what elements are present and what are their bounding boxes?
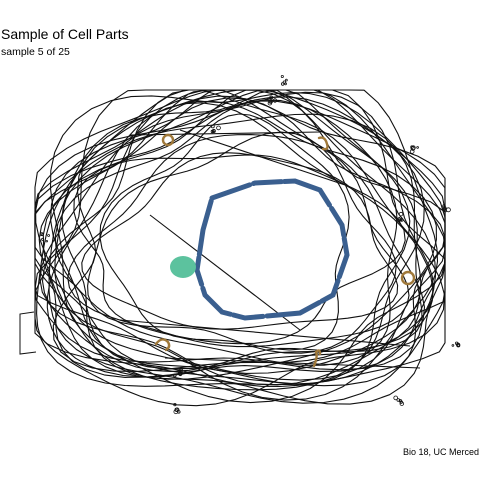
membrane-loop [61, 100, 437, 380]
speck [451, 344, 455, 347]
nucleolus [170, 256, 196, 278]
speck [399, 401, 404, 406]
membrane-loop [38, 97, 446, 378]
nuclear-envelope [194, 178, 350, 321]
figure-title: Sample of Cell Parts [1, 26, 129, 42]
hook-organelle [312, 349, 322, 368]
membrane-loop [39, 91, 435, 386]
figure-subtitle: sample 5 of 25 [1, 46, 70, 58]
speck [39, 232, 44, 237]
membrane-chord [119, 319, 411, 347]
membrane-loop [54, 89, 439, 401]
speck [398, 398, 402, 403]
credit-caption: Bio 18, UC Merced [402, 447, 479, 457]
membrane-chord [164, 357, 421, 369]
membrane-loop [52, 89, 446, 372]
edge-fragment [19, 311, 37, 355]
membrane-chord [179, 129, 346, 186]
speck [442, 206, 447, 211]
cell-membrane-tangle [34, 89, 446, 407]
speck [173, 409, 179, 415]
speck [284, 82, 287, 86]
speck [268, 99, 274, 104]
speck [396, 398, 401, 402]
hook-organelle [317, 136, 329, 151]
membrane-loop [34, 89, 446, 388]
membrane-loop [87, 131, 397, 354]
speck [455, 341, 459, 345]
speck [411, 145, 416, 151]
membrane-loop [99, 113, 350, 351]
membrane-loop [42, 89, 446, 405]
organelle-group [154, 133, 416, 368]
membrane-loop [50, 89, 411, 385]
speck [45, 239, 49, 243]
speck [41, 237, 45, 241]
debris-specks [39, 75, 461, 415]
nucleus [170, 178, 350, 321]
speck [211, 128, 216, 133]
speck [398, 211, 404, 217]
membrane-chord [149, 214, 301, 331]
speck [285, 78, 288, 82]
speck [442, 207, 447, 211]
speck [416, 146, 419, 149]
ring-organelle [161, 133, 175, 147]
speck [281, 82, 285, 86]
speck [173, 373, 177, 378]
speck [210, 129, 215, 134]
membrane-loop [34, 89, 445, 407]
speck [173, 402, 177, 407]
speck [178, 369, 183, 374]
speck [442, 204, 446, 208]
speck [47, 234, 50, 237]
speck [280, 75, 284, 79]
speck [399, 217, 404, 222]
membrane-chord [129, 131, 321, 136]
speck [178, 367, 183, 372]
ring-organelle [400, 270, 416, 286]
speck [393, 395, 399, 401]
speck [216, 125, 221, 131]
speck [210, 124, 215, 129]
speck [269, 95, 274, 100]
hook-organelle [154, 338, 171, 352]
speck [178, 371, 183, 377]
membrane-loop [34, 89, 423, 371]
membrane-loop [81, 152, 399, 330]
speck [272, 98, 278, 103]
speck [445, 207, 451, 213]
